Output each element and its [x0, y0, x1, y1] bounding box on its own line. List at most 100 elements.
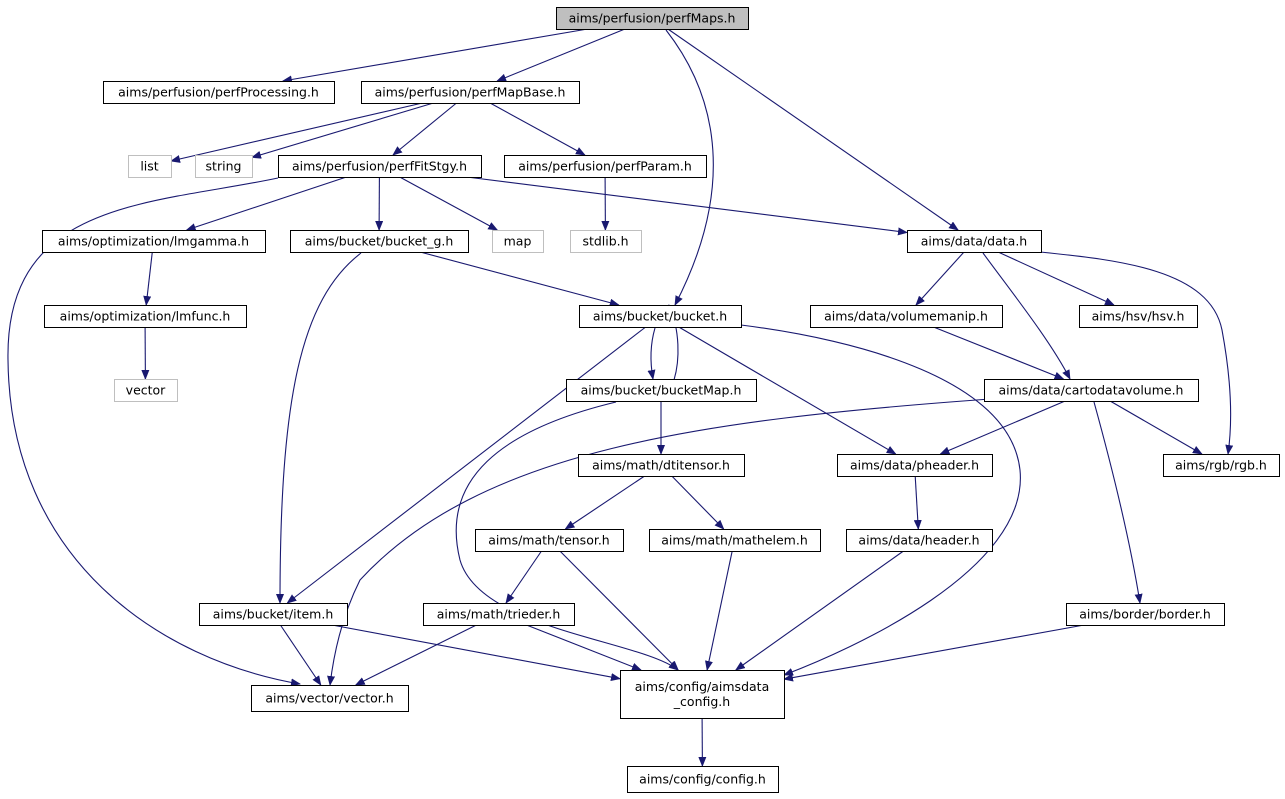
edge-perfMapBase-to-perfFitStgy	[392, 102, 457, 156]
edge-dtitensor-to-mathelem	[671, 475, 725, 530]
node-label-perfFitStgy: aims/perfusion/perfFitStgy.h	[292, 159, 467, 174]
edge-bucket-to-bucketMap	[647, 327, 656, 380]
node-rgb[interactable]: aims/rgb/rgb.h	[1163, 454, 1280, 477]
node-box-header	[846, 529, 993, 552]
edge-perfMaps-to-perfProc	[281, 28, 588, 84]
node-label-header: aims/data/header.h	[858, 533, 979, 548]
node-box-border	[1066, 603, 1225, 626]
node-box-config	[627, 766, 779, 793]
node-label-aimsdataCfg: aims/config/aimsdata_config.h	[635, 679, 769, 709]
node-box-perfMapBase	[361, 81, 580, 104]
node-box-list	[128, 155, 172, 178]
edge-perfMapBase-to-list	[170, 102, 423, 163]
node-label-perfParam: aims/perfusion/perfParam.h	[518, 159, 692, 174]
node-label-bucket_g: aims/bucket/bucket_g.h	[305, 234, 454, 249]
node-box-vectorH	[251, 685, 409, 712]
node-box-string	[195, 155, 253, 178]
node-label-hsv: aims/hsv/hsv.h	[1092, 309, 1185, 324]
edge-border-to-aimsdataCfg	[783, 624, 1085, 682]
node-bucket[interactable]: aims/bucket/bucket.h	[579, 305, 742, 328]
node-box-rgb	[1163, 454, 1280, 477]
node-box-hsv	[1079, 305, 1198, 328]
node-lmfunc[interactable]: aims/optimization/lmfunc.h	[44, 305, 247, 328]
node-box-lmgamma	[42, 230, 266, 253]
edge-cartodata-to-border	[1093, 401, 1143, 604]
node-perfMapBase[interactable]: aims/perfusion/perfMapBase.h	[361, 81, 580, 104]
edge-bucketMap-to-aimsdataCfg	[455, 401, 679, 671]
node-perfParam[interactable]: aims/perfusion/perfParam.h	[504, 155, 707, 178]
node-vectorH[interactable]: aims/vector/vector.h	[251, 685, 409, 712]
node-perfProc[interactable]: aims/perfusion/perfProcessing.h	[103, 81, 335, 104]
node-label-bucketMap: aims/bucket/bucketMap.h	[581, 383, 742, 398]
edge-perfFitStgy-to-map	[399, 176, 499, 231]
node-header[interactable]: aims/data/header.h	[846, 529, 993, 552]
node-item[interactable]: aims/bucket/item.h	[199, 603, 348, 626]
edge-cartodata-to-rgb	[1109, 400, 1203, 455]
edge-mathelem-to-aimsdataCfg	[705, 550, 733, 671]
node-hsv[interactable]: aims/hsv/hsv.h	[1079, 305, 1198, 328]
node-label-volumemanip: aims/data/volumemanip.h	[824, 309, 988, 324]
edge-perfFitStgy-to-data	[466, 176, 908, 236]
edge-item-to-aimsdataCfg	[331, 624, 621, 681]
node-box-bucket_g	[290, 230, 469, 253]
node-config[interactable]: aims/config/config.h	[627, 766, 779, 793]
edge-data-to-cartodata	[982, 252, 1071, 380]
edge-cartodata-to-vectorH	[327, 398, 991, 686]
node-list: list	[128, 155, 172, 178]
node-label-vectorH: aims/vector/vector.h	[265, 691, 393, 706]
node-cartodata[interactable]: aims/data/cartodatavolume.h	[984, 379, 1199, 402]
node-label-data: aims/data/data.h	[921, 234, 1027, 249]
node-perfFitStgy[interactable]: aims/perfusion/perfFitStgy.h	[278, 155, 482, 178]
node-box-aimsdataCfg	[620, 670, 785, 719]
edge-cartodata-to-pheader	[939, 400, 1066, 455]
edge-bucket-to-aimsdataCfg	[740, 324, 1021, 676]
node-perfMaps[interactable]: aims/perfusion/perfMaps.h	[556, 7, 749, 30]
node-trieder[interactable]: aims/math/trieder.h	[423, 603, 575, 626]
edge-pheader-to-header	[913, 475, 922, 530]
node-border[interactable]: aims/border/border.h	[1066, 603, 1225, 626]
node-box-pheader	[837, 454, 993, 477]
node-label-vectorStd: vector	[126, 383, 167, 398]
node-label-map: map	[504, 234, 532, 249]
node-bucketMap[interactable]: aims/bucket/bucketMap.h	[566, 379, 757, 402]
node-dtitensor[interactable]: aims/math/dtitensor.h	[578, 454, 745, 477]
edge-perfMapBase-to-perfParam	[489, 102, 586, 156]
node-pheader[interactable]: aims/data/pheader.h	[837, 454, 993, 477]
edge-perfFitStgy-to-lmgamma	[185, 176, 347, 231]
node-label-border: aims/border/border.h	[1079, 607, 1211, 622]
edge-item-to-vectorH	[279, 624, 322, 686]
edge-perfMaps-to-bucket	[665, 29, 714, 306]
edge-bucket-to-item	[286, 326, 647, 604]
node-box-vectorStd	[114, 379, 178, 402]
node-label-lmfunc: aims/optimization/lmfunc.h	[60, 309, 231, 324]
node-bucket_g[interactable]: aims/bucket/bucket_g.h	[290, 230, 469, 253]
node-label-dtitensor: aims/math/dtitensor.h	[592, 458, 730, 473]
edge-dtitensor-to-tensor	[564, 475, 645, 530]
node-box-trieder	[423, 603, 575, 626]
node-box-perfFitStgy	[278, 155, 482, 178]
node-box-data	[907, 230, 1042, 253]
node-box-perfProc	[103, 81, 335, 104]
node-box-perfMaps	[556, 7, 749, 30]
node-box-perfParam	[504, 155, 707, 178]
node-box-bucket	[579, 305, 742, 328]
node-data[interactable]: aims/data/data.h	[907, 230, 1042, 253]
node-label-perfProc: aims/perfusion/perfProcessing.h	[118, 85, 319, 100]
node-volumemanip[interactable]: aims/data/volumemanip.h	[810, 305, 1003, 328]
edge-lmgamma-to-lmfunc	[143, 251, 153, 306]
node-tensor[interactable]: aims/math/tensor.h	[475, 529, 624, 552]
node-box-stdlib	[570, 230, 642, 253]
node-label-trieder: aims/math/trieder.h	[437, 607, 561, 622]
node-lmgamma[interactable]: aims/optimization/lmgamma.h	[42, 230, 266, 253]
node-label-tensor: aims/math/tensor.h	[488, 533, 609, 548]
node-mathelem[interactable]: aims/math/mathelem.h	[649, 529, 821, 552]
node-label-list: list	[140, 159, 158, 174]
node-label-string: string	[206, 159, 242, 174]
node-aimsdataCfg[interactable]: aims/config/aimsdata_config.h	[620, 670, 785, 719]
node-box-cartodata	[984, 379, 1199, 402]
edge-bucket_g-to-bucket	[420, 251, 620, 307]
node-box-mathelem	[649, 529, 821, 552]
edge-perfMaps-to-perfMapBase	[496, 28, 626, 82]
edge-data-to-rgb	[1039, 251, 1234, 455]
